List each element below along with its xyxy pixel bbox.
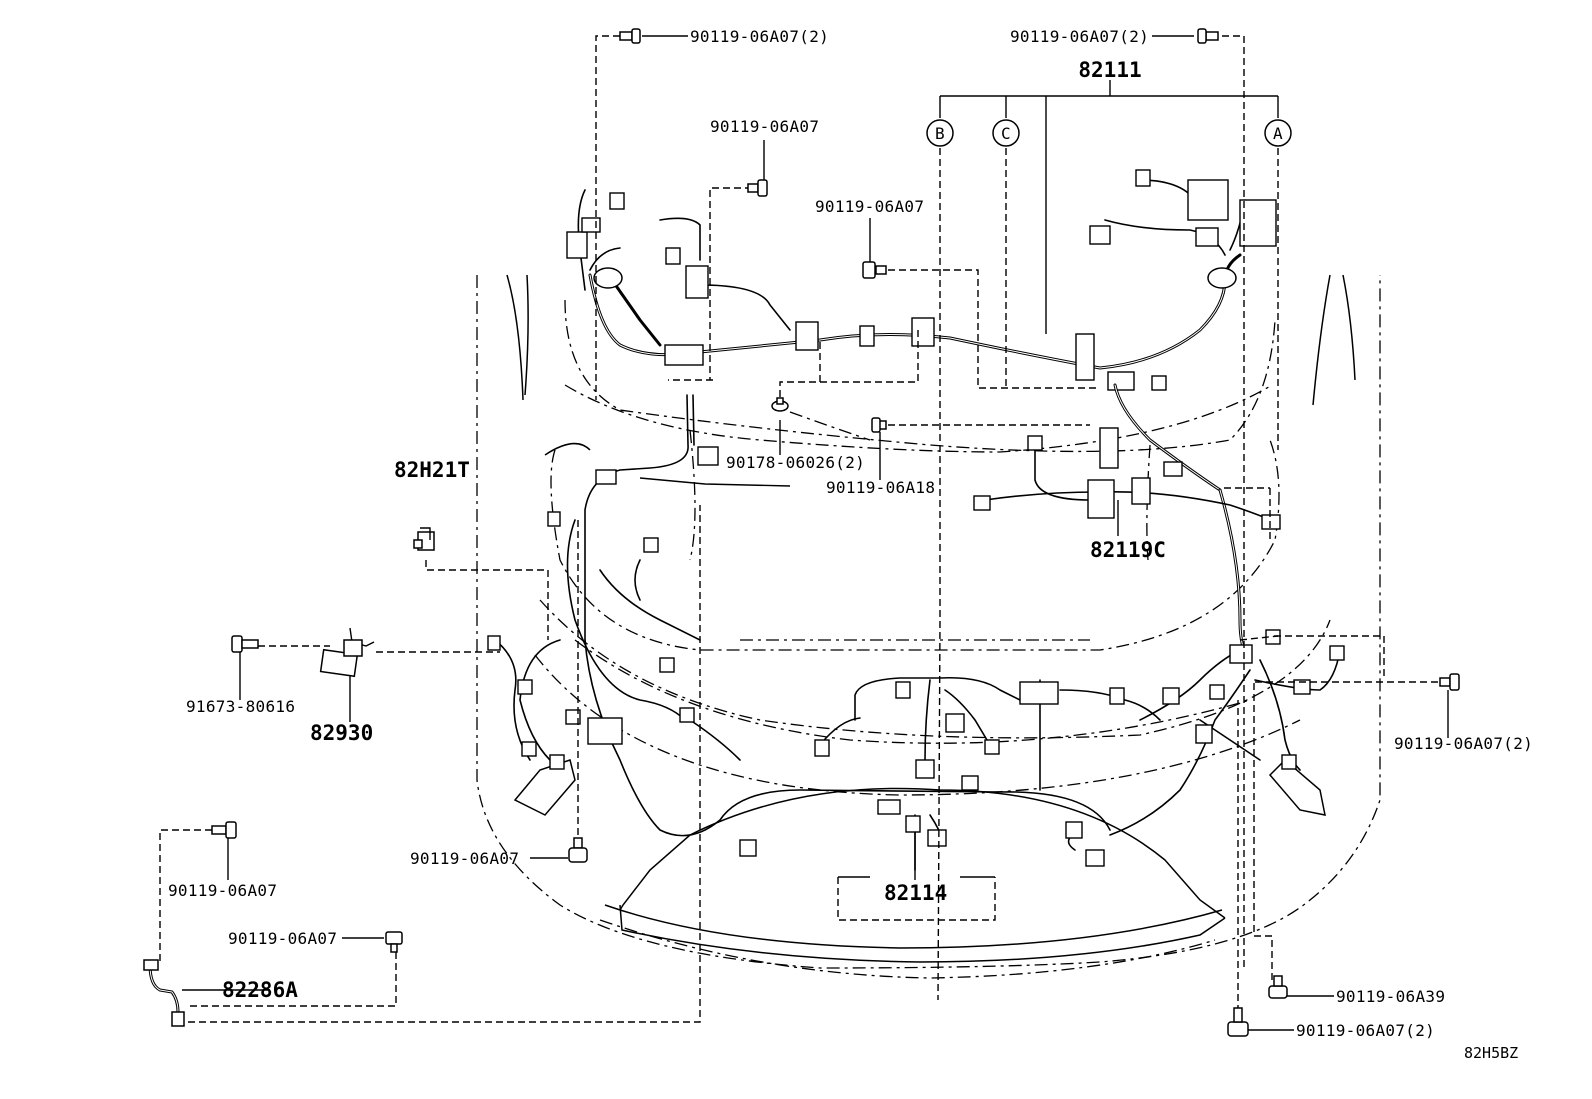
label-wire-82286a: 82286A — [222, 978, 298, 1002]
bolt-icon — [747, 179, 768, 197]
bolt-icon — [568, 837, 588, 863]
label-main-harness: 82111 — [1078, 58, 1141, 82]
engine-room-main-harness — [566, 169, 1277, 662]
label-relay-bolt: 91673-80616 — [186, 697, 295, 716]
bolt-icon — [385, 931, 403, 953]
bolt-icon — [231, 635, 259, 653]
marker-c — [992, 119, 1020, 147]
label-bolt-right: 90119-06A07(2) — [1394, 734, 1533, 753]
marker-b — [926, 119, 954, 147]
bolt-icon — [211, 821, 237, 839]
marker-a — [1264, 119, 1292, 147]
solid-leaders — [182, 35, 1449, 1031]
bolt-icon — [1439, 673, 1460, 691]
diagram-code: 82H5BZ — [1464, 1044, 1518, 1062]
marker-a-label: A — [1273, 124, 1283, 143]
label-bolt-top-right: 90119-06A07(2) — [1010, 27, 1149, 46]
bolt-icon — [619, 28, 641, 44]
label-bolt-left-lower: 90119-06A07 — [410, 849, 519, 868]
label-bolt-bottom-right: 90119-06A07(2) — [1296, 1021, 1435, 1040]
label-sub-harness-c: 82119C — [1090, 538, 1166, 562]
label-bolt-a18: 90119-06A18 — [826, 478, 935, 497]
marker-b-label: B — [935, 124, 945, 143]
marker-c-label: C — [1001, 124, 1011, 143]
label-front-harness: 82114 — [884, 881, 947, 905]
bolt-icon — [871, 417, 887, 433]
leader-lines — [159, 35, 1438, 1023]
label-bolt-mid: 90119-06A07 — [815, 197, 924, 216]
relay-icon — [319, 627, 375, 678]
wire-82286a-icon — [143, 959, 185, 1027]
bolt-icon — [1268, 975, 1288, 999]
clip-icon — [771, 397, 789, 412]
circle-markers: B C A — [926, 119, 1292, 147]
label-bolt-small: 90119-06A07 — [228, 929, 337, 948]
label-relay: 82930 — [310, 721, 373, 745]
label-bolt-top-left: 90119-06A07(2) — [690, 27, 829, 46]
bolt-icon — [862, 261, 887, 279]
part-number-labels: 90119-06A07(2) 90119-06A07(2) 82111 9011… — [168, 27, 1533, 1062]
front-harness-82114 — [487, 511, 1345, 871]
bolt-icon — [1227, 1007, 1249, 1037]
label-bolt-upper-mid: 90119-06A07 — [710, 117, 819, 136]
label-clip: 90178-06026(2) — [726, 453, 865, 472]
label-bolt-a39: 90119-06A39 — [1336, 987, 1445, 1006]
bolt-icon — [1197, 28, 1219, 44]
sub-harness-82119c — [973, 427, 1281, 530]
bracket-icon — [413, 527, 435, 551]
fasteners — [143, 28, 1460, 1037]
label-bolt-bottom-mid: 90119-06A07 — [168, 881, 277, 900]
label-bracket: 82H21T — [394, 458, 470, 482]
